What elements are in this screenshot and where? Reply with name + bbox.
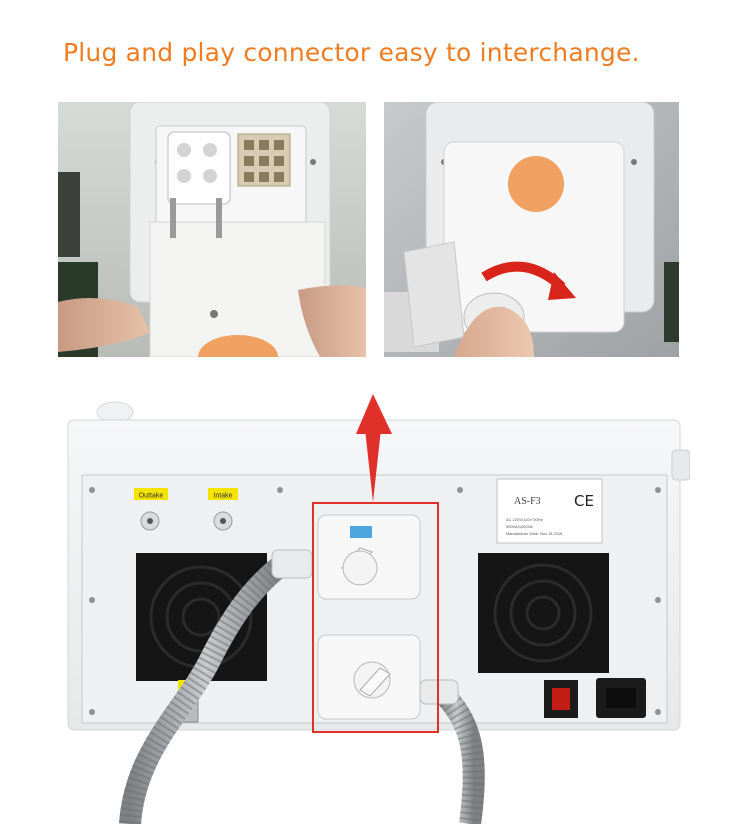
nameplate-line-1: AC 220V/110V 50Hz — [506, 517, 543, 522]
nameplate-model: AS-F3 — [514, 496, 541, 507]
photo-connector-open — [58, 102, 366, 357]
photo-device-rear-panel: Outtake Intake AS-F3 CE AC 220V/110V 50H… — [60, 390, 690, 824]
nameplate-line-3: Manufacture Date: Nov.15.2018 — [506, 531, 563, 536]
headline: Plug and play connector easy to intercha… — [63, 38, 640, 67]
port-label-outtake: Outtake — [139, 493, 164, 500]
photo-connector-twist — [384, 102, 679, 357]
port-label-intake: Intake — [213, 493, 232, 500]
nameplate-line-2: 900VA/1400VA — [506, 524, 533, 529]
nameplate-ce-mark: CE — [574, 492, 594, 510]
